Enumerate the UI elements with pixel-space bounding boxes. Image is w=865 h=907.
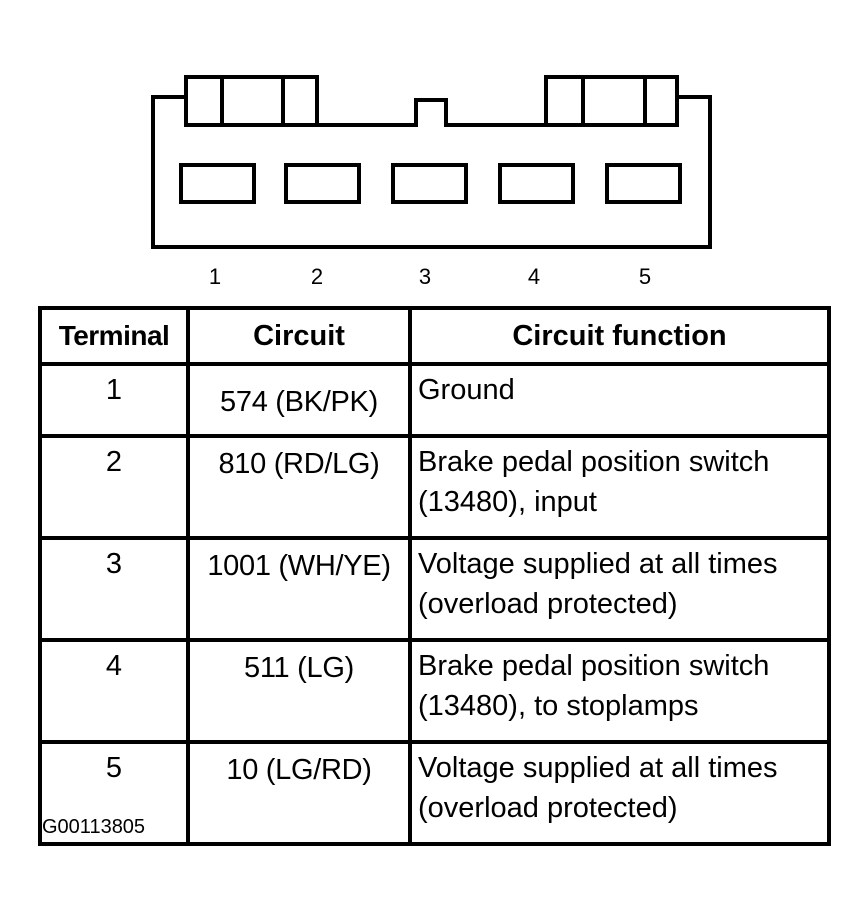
terminal-cell: 4: [38, 638, 190, 744]
function-cell: Voltage supplied at all times (overload …: [408, 536, 831, 642]
header-circuit: Circuit: [186, 306, 412, 366]
table-row: 5 10 (LG/RD) Voltage supplied at all tim…: [38, 740, 831, 846]
right-latch: [544, 75, 679, 127]
table-row: 1 574 (BK/PK) Ground: [38, 362, 831, 438]
pin-label-4: 4: [527, 264, 541, 289]
function-cell: Brake pedal position switch (13480), to …: [408, 638, 831, 744]
table-row: 4 511 (LG) Brake pedal position switch (…: [38, 638, 831, 744]
pin-label-1: 1: [208, 264, 222, 289]
circuit-cell: 10 (LG/RD): [186, 740, 412, 846]
terminal-cell: 1: [38, 362, 190, 438]
pin-label-3: 3: [418, 264, 432, 289]
table-header-row: Terminal Circuit Circuit function: [38, 306, 831, 366]
table-row: 2 810 (RD/LG) Brake pedal position switc…: [38, 434, 831, 540]
circuit-cell: 574 (BK/PK): [186, 362, 412, 438]
pin-label-2: 2: [310, 264, 324, 289]
header-circuit-function: Circuit function: [408, 306, 831, 366]
figure-id: G00113805: [42, 816, 146, 838]
connector-diagram: [151, 75, 712, 249]
pin-cavity-5: [605, 163, 682, 204]
pin-label-5: 5: [638, 264, 652, 289]
table-row: 3 1001 (WH/YE) Voltage supplied at all t…: [38, 536, 831, 642]
pin-cavity-1: [179, 163, 256, 204]
left-latch: [184, 75, 319, 127]
circuit-cell: 1001 (WH/YE): [186, 536, 412, 642]
terminal-cell: 5: [38, 740, 190, 846]
terminal-cell: 3: [38, 536, 190, 642]
pin-cavity-3: [391, 163, 468, 204]
pin-cavity-4: [498, 163, 575, 204]
terminal-cell: 2: [38, 434, 190, 540]
pin-cavity-2: [284, 163, 361, 204]
header-terminal: Terminal: [38, 306, 190, 366]
function-cell: Brake pedal position switch (13480), inp…: [408, 434, 831, 540]
circuit-cell: 810 (RD/LG): [186, 434, 412, 540]
circuit-cell: 511 (LG): [186, 638, 412, 744]
function-cell: Ground: [408, 362, 831, 438]
pinout-table: Terminal Circuit Circuit function 1 574 …: [38, 306, 831, 846]
function-cell: Voltage supplied at all times (overload …: [408, 740, 831, 846]
